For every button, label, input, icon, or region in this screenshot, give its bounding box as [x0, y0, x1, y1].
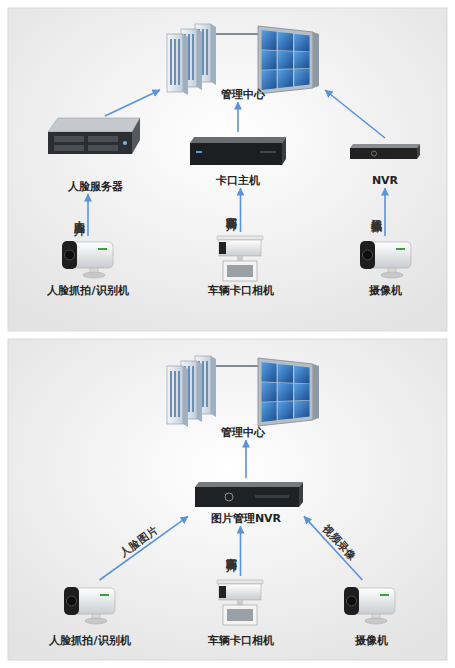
- device-node: 人脸抓拍/识别机: [42, 580, 138, 648]
- node-label: 摄像机: [369, 284, 402, 298]
- flow-arrow: [245, 440, 247, 478]
- nvr-top: [350, 144, 420, 148]
- flow-arrow: [304, 516, 362, 580]
- checkpoint-host-icon: [190, 137, 286, 165]
- nvr-slot: [255, 495, 289, 498]
- status-light: [123, 141, 127, 145]
- panel-background: [8, 339, 447, 660]
- edge-label: 视频录像: [370, 210, 382, 214]
- flow-arrow: [240, 526, 242, 576]
- server-side: [132, 118, 140, 154]
- panel-background: [8, 8, 447, 331]
- rack-server-icon: [48, 118, 140, 154]
- device-node: 图片管理NVR: [188, 478, 304, 526]
- device-node: 人脸抓拍/识别机: [40, 236, 136, 298]
- power-button: [225, 493, 233, 501]
- node-label: 管理中心: [221, 426, 265, 440]
- device-node: 卡口主机: [185, 132, 291, 188]
- bullet-camera-icon: [344, 587, 395, 624]
- device-node: NVR: [345, 138, 425, 188]
- edge-label: 车辆图片: [226, 208, 238, 212]
- device-node: 车辆卡口相机: [193, 232, 288, 298]
- nvr-top: [195, 482, 303, 487]
- drive-bay: [88, 145, 118, 151]
- vehicle-camera-icon: [217, 236, 263, 281]
- node-label: 人脸抓拍/识别机: [49, 634, 130, 648]
- bullet-camera-icon: [62, 241, 113, 278]
- device-node: 车辆卡口相机: [193, 576, 288, 648]
- node-label: 摄像机: [355, 634, 388, 648]
- flow-arrow: [100, 516, 188, 580]
- nvr-icon: [195, 482, 303, 507]
- vehicle-camera-icon: [217, 580, 263, 625]
- edge-label: 视频录像: [321, 522, 360, 563]
- management-center-icon: [167, 24, 319, 95]
- device-node: 管理中心: [160, 22, 325, 102]
- nvr-icon: [350, 144, 420, 159]
- node-label: 车辆卡口相机: [208, 634, 274, 648]
- node-label: 卡口主机: [216, 174, 260, 188]
- drive-bay: [88, 136, 118, 142]
- device-node: 摄像机: [328, 580, 414, 648]
- host-top: [190, 137, 286, 143]
- nvr-side: [417, 144, 420, 159]
- host-slot: [260, 151, 276, 153]
- node-label: 管理中心: [221, 88, 265, 102]
- node-label: 图片管理NVR: [211, 512, 281, 526]
- device-node: 管理中心: [160, 352, 325, 440]
- drive-bay: [54, 145, 84, 151]
- server-top: [48, 118, 140, 132]
- status-light: [196, 151, 202, 153]
- node-label: 人脸服务器: [68, 180, 123, 194]
- node-label: 人脸抓拍/识别机: [47, 284, 128, 298]
- flow-arrow: [105, 90, 160, 116]
- nvr-side: [299, 482, 303, 507]
- node-label: NVR: [372, 174, 398, 188]
- flow-arrow: [237, 102, 239, 132]
- flow-arrow: [384, 188, 386, 236]
- server-front: [48, 132, 132, 154]
- bullet-camera-icon: [360, 241, 411, 278]
- drive-bay: [54, 136, 84, 142]
- device-node: 摄像机: [345, 236, 425, 298]
- device-node: 人脸服务器: [45, 116, 145, 194]
- management-center-icon: [167, 356, 319, 427]
- node-label: 车辆卡口相机: [208, 284, 274, 298]
- flow-arrow: [87, 194, 89, 236]
- edge-label: 人脸图片: [117, 523, 160, 558]
- bullet-camera-icon: [64, 587, 115, 624]
- flow-arrow: [325, 90, 385, 138]
- power-button: [372, 151, 377, 156]
- nvr-front: [195, 487, 299, 507]
- host-front: [190, 143, 282, 165]
- flow-arrow: [240, 188, 242, 232]
- nvr-front: [350, 148, 417, 159]
- edge-label: 车辆图片: [226, 549, 238, 553]
- host-side: [282, 137, 286, 165]
- edge-label: 人脸图片: [73, 213, 85, 217]
